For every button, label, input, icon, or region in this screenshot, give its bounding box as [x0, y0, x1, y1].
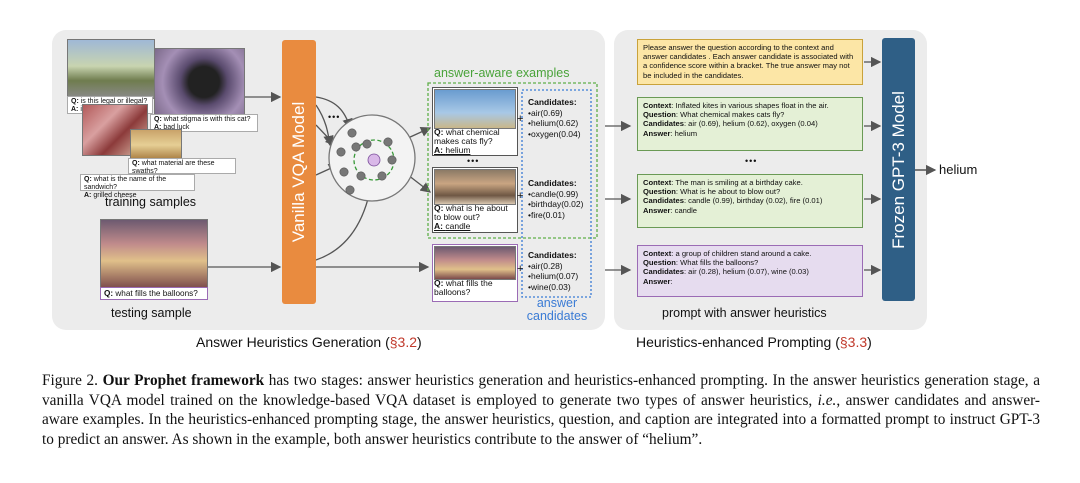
test-candidates: Candidates: •air(0.28) •helium(0.07) •wi… — [528, 250, 579, 292]
training-photo-street — [67, 39, 155, 99]
prompt-label: prompt with answer heuristics — [662, 306, 827, 320]
prompt-test: Context: a group of children stand aroun… — [637, 245, 863, 297]
answer-candidates-title: answer candidates — [526, 296, 588, 323]
testing-qa: Q: what fills the balloons? — [100, 287, 208, 300]
training-qa-3: Q: what material are these swaths? A: si… — [128, 158, 236, 183]
stage2-label: Heuristics-enhanced Prompting (§3.3) — [636, 334, 872, 350]
output-answer: helium — [939, 162, 978, 177]
example-plus-2: + — [517, 190, 524, 202]
vanilla-vqa-model: Vanilla VQA Model — [282, 40, 316, 304]
training-qa-2: Q: what stigma is with this cat? A: bad … — [150, 114, 258, 132]
example-qa-1: Q: what chemical makes cats fly? A: heli… — [434, 127, 500, 155]
example-photo-birthday — [434, 169, 516, 205]
frozen-gpt3-model: Frozen GPT-3 Model — [882, 38, 915, 301]
example-photo-kites — [434, 89, 516, 129]
prompt-example-2: Context: The man is smiling at a birthda… — [637, 174, 863, 228]
vqa-ellipsis: ••• — [328, 112, 341, 122]
examples-ellipsis: ••• — [467, 156, 480, 166]
testing-sample-label: testing sample — [111, 306, 192, 320]
answer-aware-title: answer-aware examples — [434, 66, 570, 80]
example-qa-2: Q: what is he about to blow out? A: cand… — [434, 203, 508, 231]
testing-photo — [100, 219, 208, 289]
prompt-example-1: Context: Inflated kites in various shape… — [637, 97, 863, 151]
test-photo — [434, 246, 516, 280]
stage1-label: Answer Heuristics Generation (§3.2) — [196, 334, 422, 350]
example-plus-1: + — [517, 113, 524, 125]
training-photo-cat — [154, 48, 245, 116]
figure-caption: Figure 2. Our Prophet framework has two … — [42, 372, 1040, 448]
training-samples-label: training samples — [105, 195, 197, 209]
example-candidates-1: Candidates: •air(0.69) •helium(0.62) •ox… — [528, 97, 581, 139]
instruction-box: Please answer the question according to … — [637, 39, 863, 85]
training-photo-sandwich — [130, 129, 182, 161]
test-qa: Q: what fills the balloons? — [434, 278, 493, 297]
training-qa-4: Q: what is the name of the sandwich? A: … — [80, 174, 195, 199]
example-candidates-2: Candidates: •candle(0.99) •birthday(0.02… — [528, 178, 584, 220]
prompts-ellipsis: ••• — [745, 156, 758, 166]
test-plus: + — [517, 263, 524, 275]
